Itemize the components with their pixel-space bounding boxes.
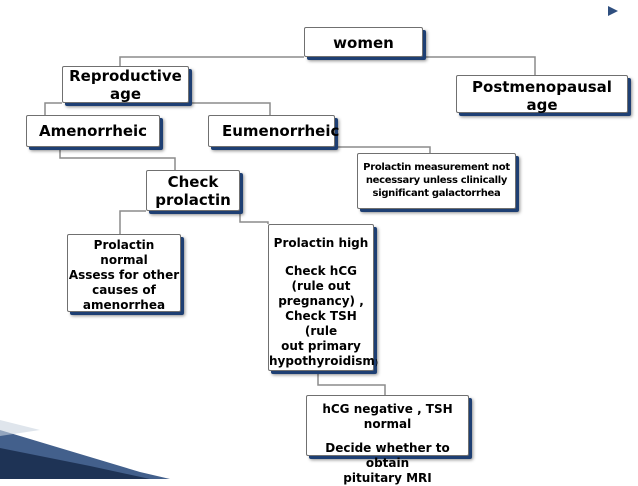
node-eumenorrheic-label: Eumenorrheic bbox=[222, 122, 340, 140]
node-high-tail: ) bbox=[374, 358, 379, 367]
connector-eumen-notnec bbox=[335, 146, 431, 153]
connector-amen-check bbox=[59, 147, 176, 170]
connector-repro-eumen bbox=[189, 102, 271, 115]
node-reproductive-age: Reproductive age bbox=[62, 66, 189, 103]
connector-check-normal bbox=[119, 210, 146, 234]
node-check-prolactin: Check prolactin bbox=[146, 170, 240, 211]
node-normal-line2: Assess for other bbox=[68, 268, 180, 282]
node-high-line1: Check hCG bbox=[285, 264, 357, 278]
connector-women-post bbox=[423, 56, 536, 75]
node-repro-line1: Reproductive bbox=[69, 67, 182, 85]
node-high-line2: (rule out bbox=[291, 279, 351, 293]
node-prolactin-not-necessary: Prolactin measurement not necessary unle… bbox=[357, 153, 516, 209]
node-notnec-line1: Prolactin measurement not bbox=[363, 162, 510, 173]
node-postmenopausal-age: Postmenopausal age bbox=[456, 75, 628, 114]
node-amenorrheic-label: Amenorrheic bbox=[39, 122, 148, 140]
node-check-line2: prolactin bbox=[155, 191, 231, 209]
node-high-title: Prolactin high bbox=[273, 236, 369, 250]
node-high-line4: Check TSH (rule bbox=[285, 309, 357, 338]
node-high-line6-text: hypothyroidism bbox=[269, 354, 375, 368]
node-repro-line2: age bbox=[109, 85, 142, 103]
node-hcg-negative: hCG negative , TSH normal Decide whether… bbox=[306, 395, 469, 485]
node-prolactin-normal: Prolactin normal Assess for other causes… bbox=[67, 234, 181, 312]
node-women: women bbox=[304, 27, 423, 57]
node-check-line1: Check bbox=[167, 173, 219, 191]
node-normal-line1: Prolactin normal bbox=[93, 238, 155, 267]
node-notnec-line2: necessary unless clinically bbox=[365, 175, 508, 186]
node-high-line6: hypothyroidism) bbox=[269, 354, 378, 370]
node-post-line1: Postmenopausal bbox=[472, 78, 612, 96]
node-high-line5: out primary bbox=[281, 339, 361, 353]
node-prolactin-high: Prolactin high Check hCG (rule out pregn… bbox=[268, 224, 378, 371]
connector-repro-amen bbox=[44, 102, 62, 115]
connector-women-repro bbox=[119, 56, 304, 66]
node-high-line3: pregnancy) , bbox=[278, 294, 364, 308]
node-normal-line3: causes of bbox=[92, 283, 156, 297]
node-hcg-title: hCG negative , TSH normal bbox=[322, 402, 453, 431]
node-women-label: women bbox=[333, 34, 394, 52]
connector-check-high bbox=[239, 211, 269, 224]
node-eumenorrheic: Eumenorrheic bbox=[208, 115, 340, 147]
node-post-line2: age bbox=[526, 96, 558, 114]
node-amenorrheic: Amenorrheic bbox=[26, 115, 160, 147]
node-hcg-line1: Decide whether to obtain bbox=[325, 441, 450, 470]
connector-high-hcg bbox=[317, 371, 386, 395]
node-normal-line4: amenorrhea bbox=[82, 298, 166, 312]
node-notnec-line3: significant galactorrhea bbox=[372, 188, 501, 199]
